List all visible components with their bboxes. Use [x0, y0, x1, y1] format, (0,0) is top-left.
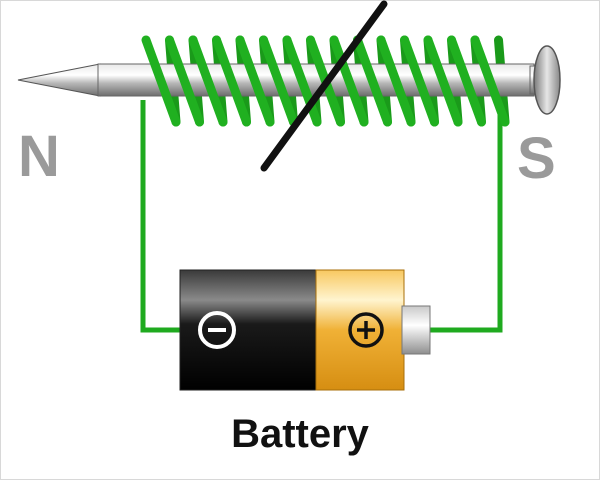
negative-terminal-icon [198, 311, 236, 349]
coil-turn-front [376, 35, 416, 127]
coil-turn-front [259, 35, 298, 127]
iron-nail [17, 45, 561, 115]
coil-turn-front [188, 35, 228, 127]
battery-label: Battery [231, 412, 369, 456]
coil-turn-front [212, 35, 251, 127]
coil-turn-front [235, 35, 275, 127]
coil-turn-front [447, 35, 486, 127]
switch-bar [260, 0, 388, 172]
coil-turn-front [470, 35, 510, 127]
battery [179, 269, 431, 391]
coil-turn-front [165, 35, 204, 127]
coil-turn-front [423, 35, 463, 127]
coil-turn-front [141, 35, 181, 127]
south-pole-label: S [517, 126, 556, 191]
north-pole-label: N [18, 124, 60, 189]
coil-turn-front [400, 35, 439, 127]
positive-terminal-icon [348, 312, 384, 348]
coil-turn-front [282, 35, 322, 127]
coil-turn-front [329, 35, 369, 127]
circuit-wire [140, 100, 503, 333]
coil-turn-front [353, 35, 392, 127]
